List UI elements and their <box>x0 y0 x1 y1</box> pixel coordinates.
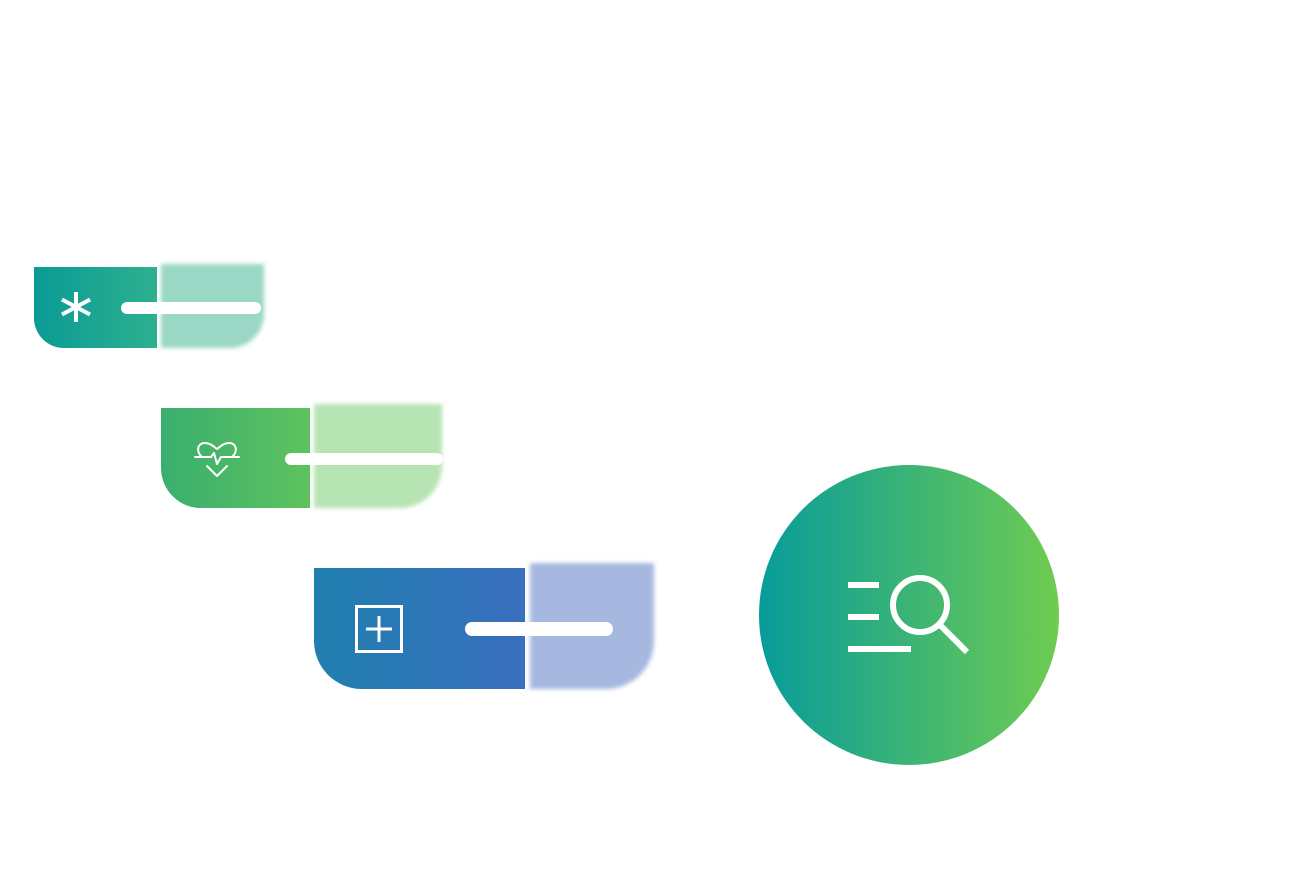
asterisk-card-connector <box>121 302 261 314</box>
plus-square-icon <box>354 604 404 659</box>
plus-square-card <box>314 563 659 695</box>
asterisk-icon <box>58 289 94 330</box>
list-search-icon <box>843 573 973 664</box>
list-search-circle <box>759 465 1059 765</box>
heart-pulse-card-connector <box>285 453 443 465</box>
heart-pulse-card <box>161 404 446 512</box>
plus-square-card-connector <box>465 622 613 636</box>
asterisk-card <box>34 264 269 354</box>
heart-pulse-icon <box>193 438 241 485</box>
